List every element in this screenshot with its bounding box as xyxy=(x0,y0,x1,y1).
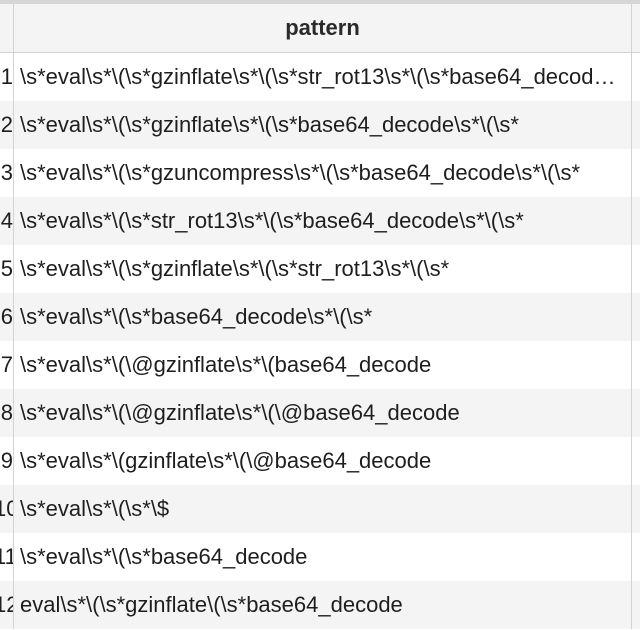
table-row[interactable]: 7 \s*eval\s*\(\@gzinflate\s*\(base64_dec… xyxy=(0,341,640,389)
row-index: 6 xyxy=(0,293,14,341)
pattern-cell[interactable]: \s*eval\s*\(\@gzinflate\s*\(base64_decod… xyxy=(20,352,432,377)
pattern-cell[interactable]: \s*eval\s*\(gzinflate\s*\(\@base64_decod… xyxy=(20,448,432,473)
table-row[interactable]: 1 \s*eval\s*\(\s*gzinflate\s*\(\s*str_ro… xyxy=(0,53,640,101)
column-divider xyxy=(631,293,632,341)
pattern-column-header[interactable]: pattern xyxy=(14,4,632,52)
column-divider xyxy=(631,533,632,581)
table-row[interactable]: 4 \s*eval\s*\(\s*str_rot13\s*\(\s*base64… xyxy=(0,197,640,245)
row-index: 2 xyxy=(0,101,14,149)
table-row[interactable]: 3 \s*eval\s*\(\s*gzuncompress\s*\(\s*bas… xyxy=(0,149,640,197)
table-row[interactable]: 8 \s*eval\s*\(\@gzinflate\s*\(\@base64_d… xyxy=(0,389,640,437)
pattern-cell[interactable]: \s*eval\s*\(\s*gzuncompress\s*\(\s*base6… xyxy=(20,160,581,185)
table-row[interactable]: 9 \s*eval\s*\(gzinflate\s*\(\@base64_dec… xyxy=(0,437,640,485)
row-index: 12 xyxy=(0,581,14,629)
table-row[interactable]: 10 \s*eval\s*\(\s*\$ xyxy=(0,485,640,533)
row-index: 1 xyxy=(0,53,14,101)
table-row[interactable]: 5 \s*eval\s*\(\s*gzinflate\s*\(\s*str_ro… xyxy=(0,245,640,293)
column-divider xyxy=(631,485,632,533)
table-row[interactable]: 12 eval\s*\(\s*gzinflate\(\s*base64_deco… xyxy=(0,581,640,629)
column-divider xyxy=(631,437,632,485)
column-divider xyxy=(631,101,632,149)
column-divider xyxy=(631,53,632,101)
pattern-cell[interactable]: \s*eval\s*\(\@gzinflate\s*\(\@base64_dec… xyxy=(20,400,460,425)
table-row[interactable]: 2 \s*eval\s*\(\s*gzinflate\s*\(\s*base64… xyxy=(0,101,640,149)
table-top-edge xyxy=(0,0,640,4)
row-index: 9 xyxy=(0,437,14,485)
row-index: 10 xyxy=(0,485,14,533)
column-divider xyxy=(631,149,632,197)
column-divider xyxy=(631,341,632,389)
column-divider xyxy=(631,245,632,293)
table-row[interactable]: 6 \s*eval\s*\(\s*base64_decode\s*\(\s* xyxy=(0,293,640,341)
row-index: 8 xyxy=(0,389,14,437)
row-index: 11 xyxy=(0,533,14,581)
pattern-cell[interactable]: \s*eval\s*\(\s*base64_decode\s*\(\s* xyxy=(20,304,373,329)
pattern-cell[interactable]: \s*eval\s*\(\s*\$ xyxy=(20,496,170,521)
column-divider xyxy=(631,389,632,437)
row-index: 7 xyxy=(0,341,14,389)
table-row[interactable]: 11 \s*eval\s*\(\s*base64_decode xyxy=(0,533,640,581)
row-index: 4 xyxy=(0,197,14,245)
pattern-cell[interactable]: \s*eval\s*\(\s*gzinflate\s*\(\s*str_rot1… xyxy=(20,256,450,281)
pattern-cell[interactable]: \s*eval\s*\(\s*base64_decode xyxy=(20,544,308,569)
pattern-cell[interactable]: \s*eval\s*\(\s*gzinflate\s*\(\s*base64_d… xyxy=(20,112,519,137)
column-divider xyxy=(631,197,632,245)
row-index: 5 xyxy=(0,245,14,293)
index-column-header[interactable] xyxy=(0,4,14,52)
table-body: 1 \s*eval\s*\(\s*gzinflate\s*\(\s*str_ro… xyxy=(0,53,640,629)
pattern-cell[interactable]: \s*eval\s*\(\s*gzinflate\s*\(\s*str_rot1… xyxy=(20,64,626,89)
pattern-cell[interactable]: \s*eval\s*\(\s*str_rot13\s*\(\s*base64_d… xyxy=(20,208,524,233)
table-header: pattern xyxy=(0,4,640,53)
row-index: 3 xyxy=(0,149,14,197)
column-divider xyxy=(631,581,632,629)
pattern-cell[interactable]: eval\s*\(\s*gzinflate\(\s*base64_decode xyxy=(20,592,403,617)
